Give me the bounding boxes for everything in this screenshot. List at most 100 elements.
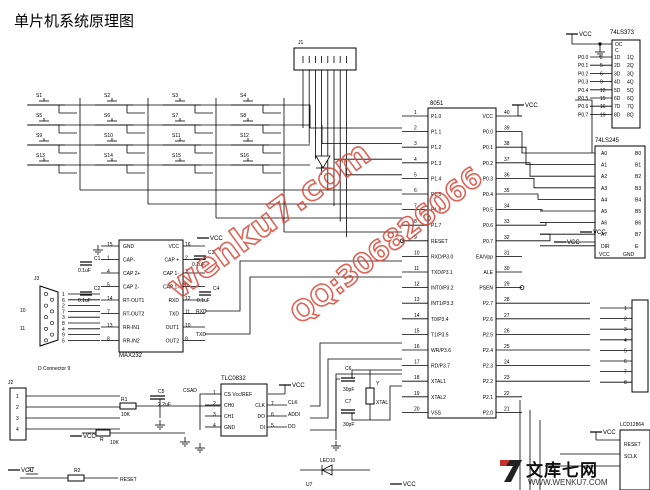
mcu-pin-num: 9 — [414, 235, 417, 241]
switch-label: S7 — [172, 113, 178, 119]
mcu-pin-num: 13 — [414, 297, 420, 303]
uart-pin-num: 9 — [185, 337, 188, 343]
addi-wire — [310, 358, 402, 419]
db9-side: 11 — [20, 326, 25, 332]
adc-pin-num: 6 — [271, 412, 274, 418]
cap-ref: C4 — [213, 286, 220, 292]
mcu-pin-num: 40 — [504, 110, 510, 116]
uart-pin-num: 11 — [185, 310, 190, 316]
db9-pin-num: 2 — [62, 304, 65, 310]
latch-pin-q: 6Q — [627, 96, 634, 102]
db9-pin-num: 9 — [62, 333, 65, 339]
switch-label: S11 — [172, 133, 181, 139]
db9-pin-num: 4 — [62, 327, 65, 333]
db9-pin — [50, 321, 54, 325]
latch-pin-num: 5 — [600, 63, 603, 69]
adc-pin-right: DI — [260, 425, 265, 431]
latch-port-label: P0.7 — [578, 112, 589, 118]
switch-label: S10 — [104, 133, 113, 139]
mcu-pin-name: P1.5 — [431, 192, 442, 198]
mcu-pin-name: P2.5 — [483, 332, 494, 338]
right-connector-num: 6 — [624, 359, 627, 365]
r1-value: 10K — [121, 412, 131, 418]
db9-pin-num: 8 — [62, 321, 65, 327]
uart-pin-right: CAP 1- — [163, 285, 179, 291]
switch-label: S13 — [36, 153, 45, 159]
header-j2-num: 3 — [16, 416, 19, 422]
adc-net-do: DO — [288, 424, 296, 430]
latch-pin-q: 5Q — [627, 88, 634, 94]
mcu-pin-name: TXD/P3.1 — [431, 270, 453, 276]
uart-pin-num: 14 — [107, 296, 113, 302]
uart-max232-body — [118, 239, 184, 353]
adc-pin-left: GND — [224, 425, 236, 431]
r-ref: R — [100, 437, 104, 443]
lcd-ref: LCD12864 — [620, 422, 644, 428]
db9-pin-num: 7 — [62, 309, 65, 315]
r1-ref: R1 — [121, 397, 128, 403]
db9-label: D Connector 9 — [38, 366, 70, 372]
rxd-net: RXD — [196, 309, 207, 315]
latch-port-label: P0.5 — [578, 96, 589, 102]
uart-pin-num: 2 — [185, 256, 188, 262]
mcu-pin-num: 10 — [414, 250, 420, 256]
adc-net-csad: CSAD — [183, 388, 197, 394]
mcu-pin-num: 8 — [414, 219, 417, 225]
vcc-label: VCC — [579, 32, 592, 38]
uart-pin-num: 16 — [185, 242, 191, 248]
mcu-pin-name: P2.1 — [483, 395, 494, 401]
buffer-pin-a: A6 — [601, 221, 607, 227]
txd-wire — [205, 276, 402, 335]
uart-pin-left: GND — [123, 244, 135, 250]
rxd-wire — [205, 260, 402, 312]
right-connector-body — [631, 299, 649, 393]
latch-port-label: P0.0 — [578, 55, 589, 61]
buffer-pin-b: B2 — [635, 174, 641, 180]
clk-wire — [310, 342, 402, 407]
mcu-pin-name: P2.7 — [483, 301, 494, 307]
adc-pin-num: 7 — [271, 401, 274, 407]
cap-ref: C2 — [94, 286, 101, 292]
data-bus-wire — [522, 177, 540, 189]
right-connector-num: 8 — [624, 380, 627, 386]
mcu-pin-num: 12 — [414, 282, 420, 288]
buffer-pin-a: A5 — [601, 209, 607, 215]
mcu-ref: 8051 — [430, 101, 444, 107]
latch-pin-d: 8D — [614, 112, 621, 118]
header-j2-ref: J2 — [8, 380, 14, 386]
latch-port-label: P0.6 — [578, 104, 589, 110]
adc-pin-right: DO — [258, 414, 266, 420]
data-bus-wire — [521, 131, 540, 154]
adc-pin-left: CS Vcc/REF — [224, 392, 252, 398]
buffer-gnd: GND — [623, 252, 635, 258]
cap-value: 0.1uF — [197, 298, 210, 304]
latch-pin-num: 6 — [600, 71, 603, 77]
lcd-body — [619, 429, 650, 490]
vcc-label: VCC — [593, 230, 606, 236]
uart-pin-right: TXD — [169, 312, 179, 318]
xtal-wire — [351, 369, 402, 378]
s7-ref: S7 — [28, 467, 34, 473]
buffer-pin-b: B1 — [635, 163, 641, 169]
db9-pin — [44, 338, 48, 343]
header-j2-num: 1 — [16, 394, 19, 400]
mcu-pin-num: 14 — [414, 313, 420, 319]
c7-ref: C7 — [345, 399, 352, 405]
uart-pin-num: 8 — [107, 337, 110, 343]
mcu-pin-name: XTAL2 — [431, 395, 446, 401]
db9-pin — [44, 326, 48, 331]
mcu-pin-num: 22 — [504, 391, 510, 397]
mcu-pin-name: INT0/P3.2 — [431, 286, 454, 292]
buffer-pin-a: A2 — [601, 174, 607, 180]
latch-pin-num: 9 — [600, 80, 603, 86]
mcu-pin-num: 33 — [504, 219, 510, 225]
db9-pin — [50, 297, 54, 302]
cap-value: 0.1uF — [78, 298, 91, 304]
wire — [335, 378, 340, 440]
cap-ref: C1 — [94, 256, 101, 262]
mcu-pin-num: 17 — [414, 360, 420, 366]
switch-label: S15 — [172, 153, 181, 159]
mcu-pin-num: 21 — [504, 406, 510, 412]
mcu-pin-name: P0.3 — [483, 176, 494, 182]
